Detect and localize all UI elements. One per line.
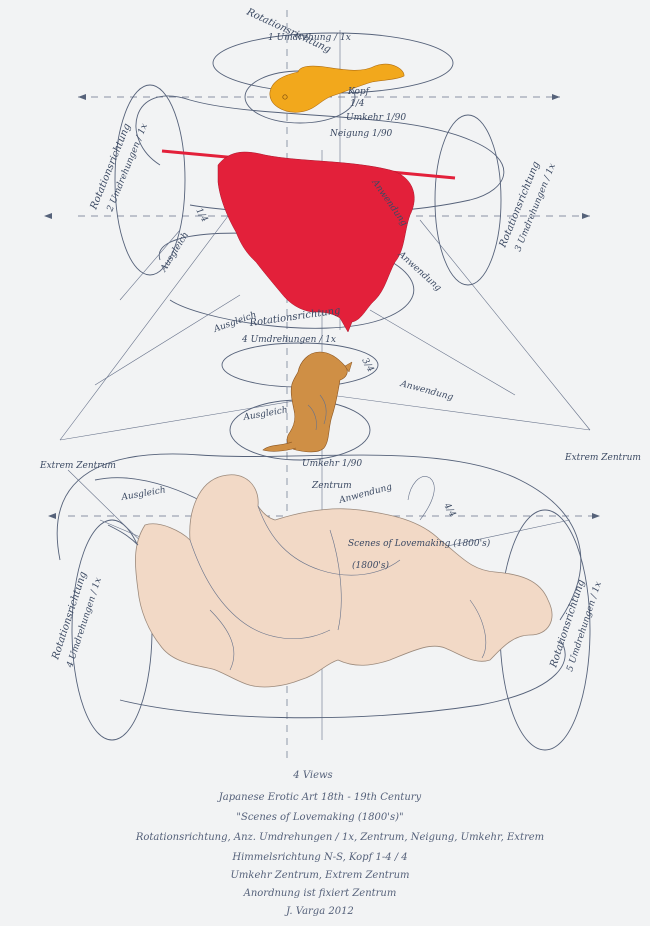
- caption-line-1: 4 Views: [292, 770, 332, 781]
- annotation-mid-sub: 4 Umdrehungen / 1x: [241, 335, 336, 345]
- annotation-umkehr-zentrum: Umkehr 1/90: [302, 459, 362, 469]
- orbit-ellipses: [56, 32, 591, 751]
- annotation-neigung: Neigung 1/90: [329, 129, 393, 139]
- caption-block: 4 Views Japanese Erotic Art 18th - 19th …: [135, 770, 544, 917]
- annotation-ausgleich-upper: Ausgleich: [159, 230, 192, 274]
- annotation-kopf-ratio: 1/4: [350, 99, 365, 109]
- annotation-kopf-label: Kopf: [347, 87, 371, 97]
- annotation-extreme-right: Extrem Zentrum: [564, 453, 641, 463]
- annotation-top-sub: 1 Umdrehung / 1x: [268, 33, 351, 43]
- red-shape: [161, 149, 456, 333]
- caption-line-6: Umkehr Zentrum, Extrem Zentrum: [230, 870, 409, 881]
- annotation-anwendung-mid: Anwendung: [398, 379, 454, 403]
- caption-line-7: Anordnung ist fixiert Zentrum: [243, 888, 397, 899]
- yellow-shape: [269, 63, 405, 113]
- signature: J. Varga 2012: [284, 906, 354, 917]
- annotation-zentrum: Zentrum: [311, 481, 352, 491]
- annotation-scene: Scenes of Lovemaking (1800's): [348, 538, 491, 549]
- annotation-mid-title: Rotationsrichtung: [248, 305, 341, 329]
- caption-line-2: Japanese Erotic Art 18th - 19th Century: [217, 792, 422, 803]
- caption-line-4: Rotationsrichtung, Anz. Umdrehungen / 1x…: [135, 832, 544, 843]
- annotation-ratio-a: 1/4: [193, 207, 209, 225]
- annotation-anwendung-upper: Anwendung: [395, 249, 443, 294]
- annotation-ratio-b: 3/4: [359, 357, 375, 375]
- annotation-top-title: Rotationsrichtung: [244, 6, 333, 55]
- ochre-cat-figure: [262, 351, 353, 453]
- caption-line-3: "Scenes of Lovemaking (1800's)": [236, 812, 403, 823]
- caption-line-5: Himmelsrichtung N-S, Kopf 1-4 / 4: [231, 852, 407, 863]
- annotation-ausgleich-cat: Ausgleich: [242, 405, 289, 423]
- embracing-figures: [107, 474, 553, 688]
- annotation-extreme-left: Extrem Zentrum: [39, 461, 116, 471]
- annotation-ratio-d: 4/4: [441, 501, 458, 520]
- annotation-ausgleich-low: Ausgleich: [120, 485, 167, 503]
- annotation-kopf-pause: Umkehr 1/90: [346, 113, 406, 123]
- annotation-scene-2: (1800's): [352, 560, 390, 571]
